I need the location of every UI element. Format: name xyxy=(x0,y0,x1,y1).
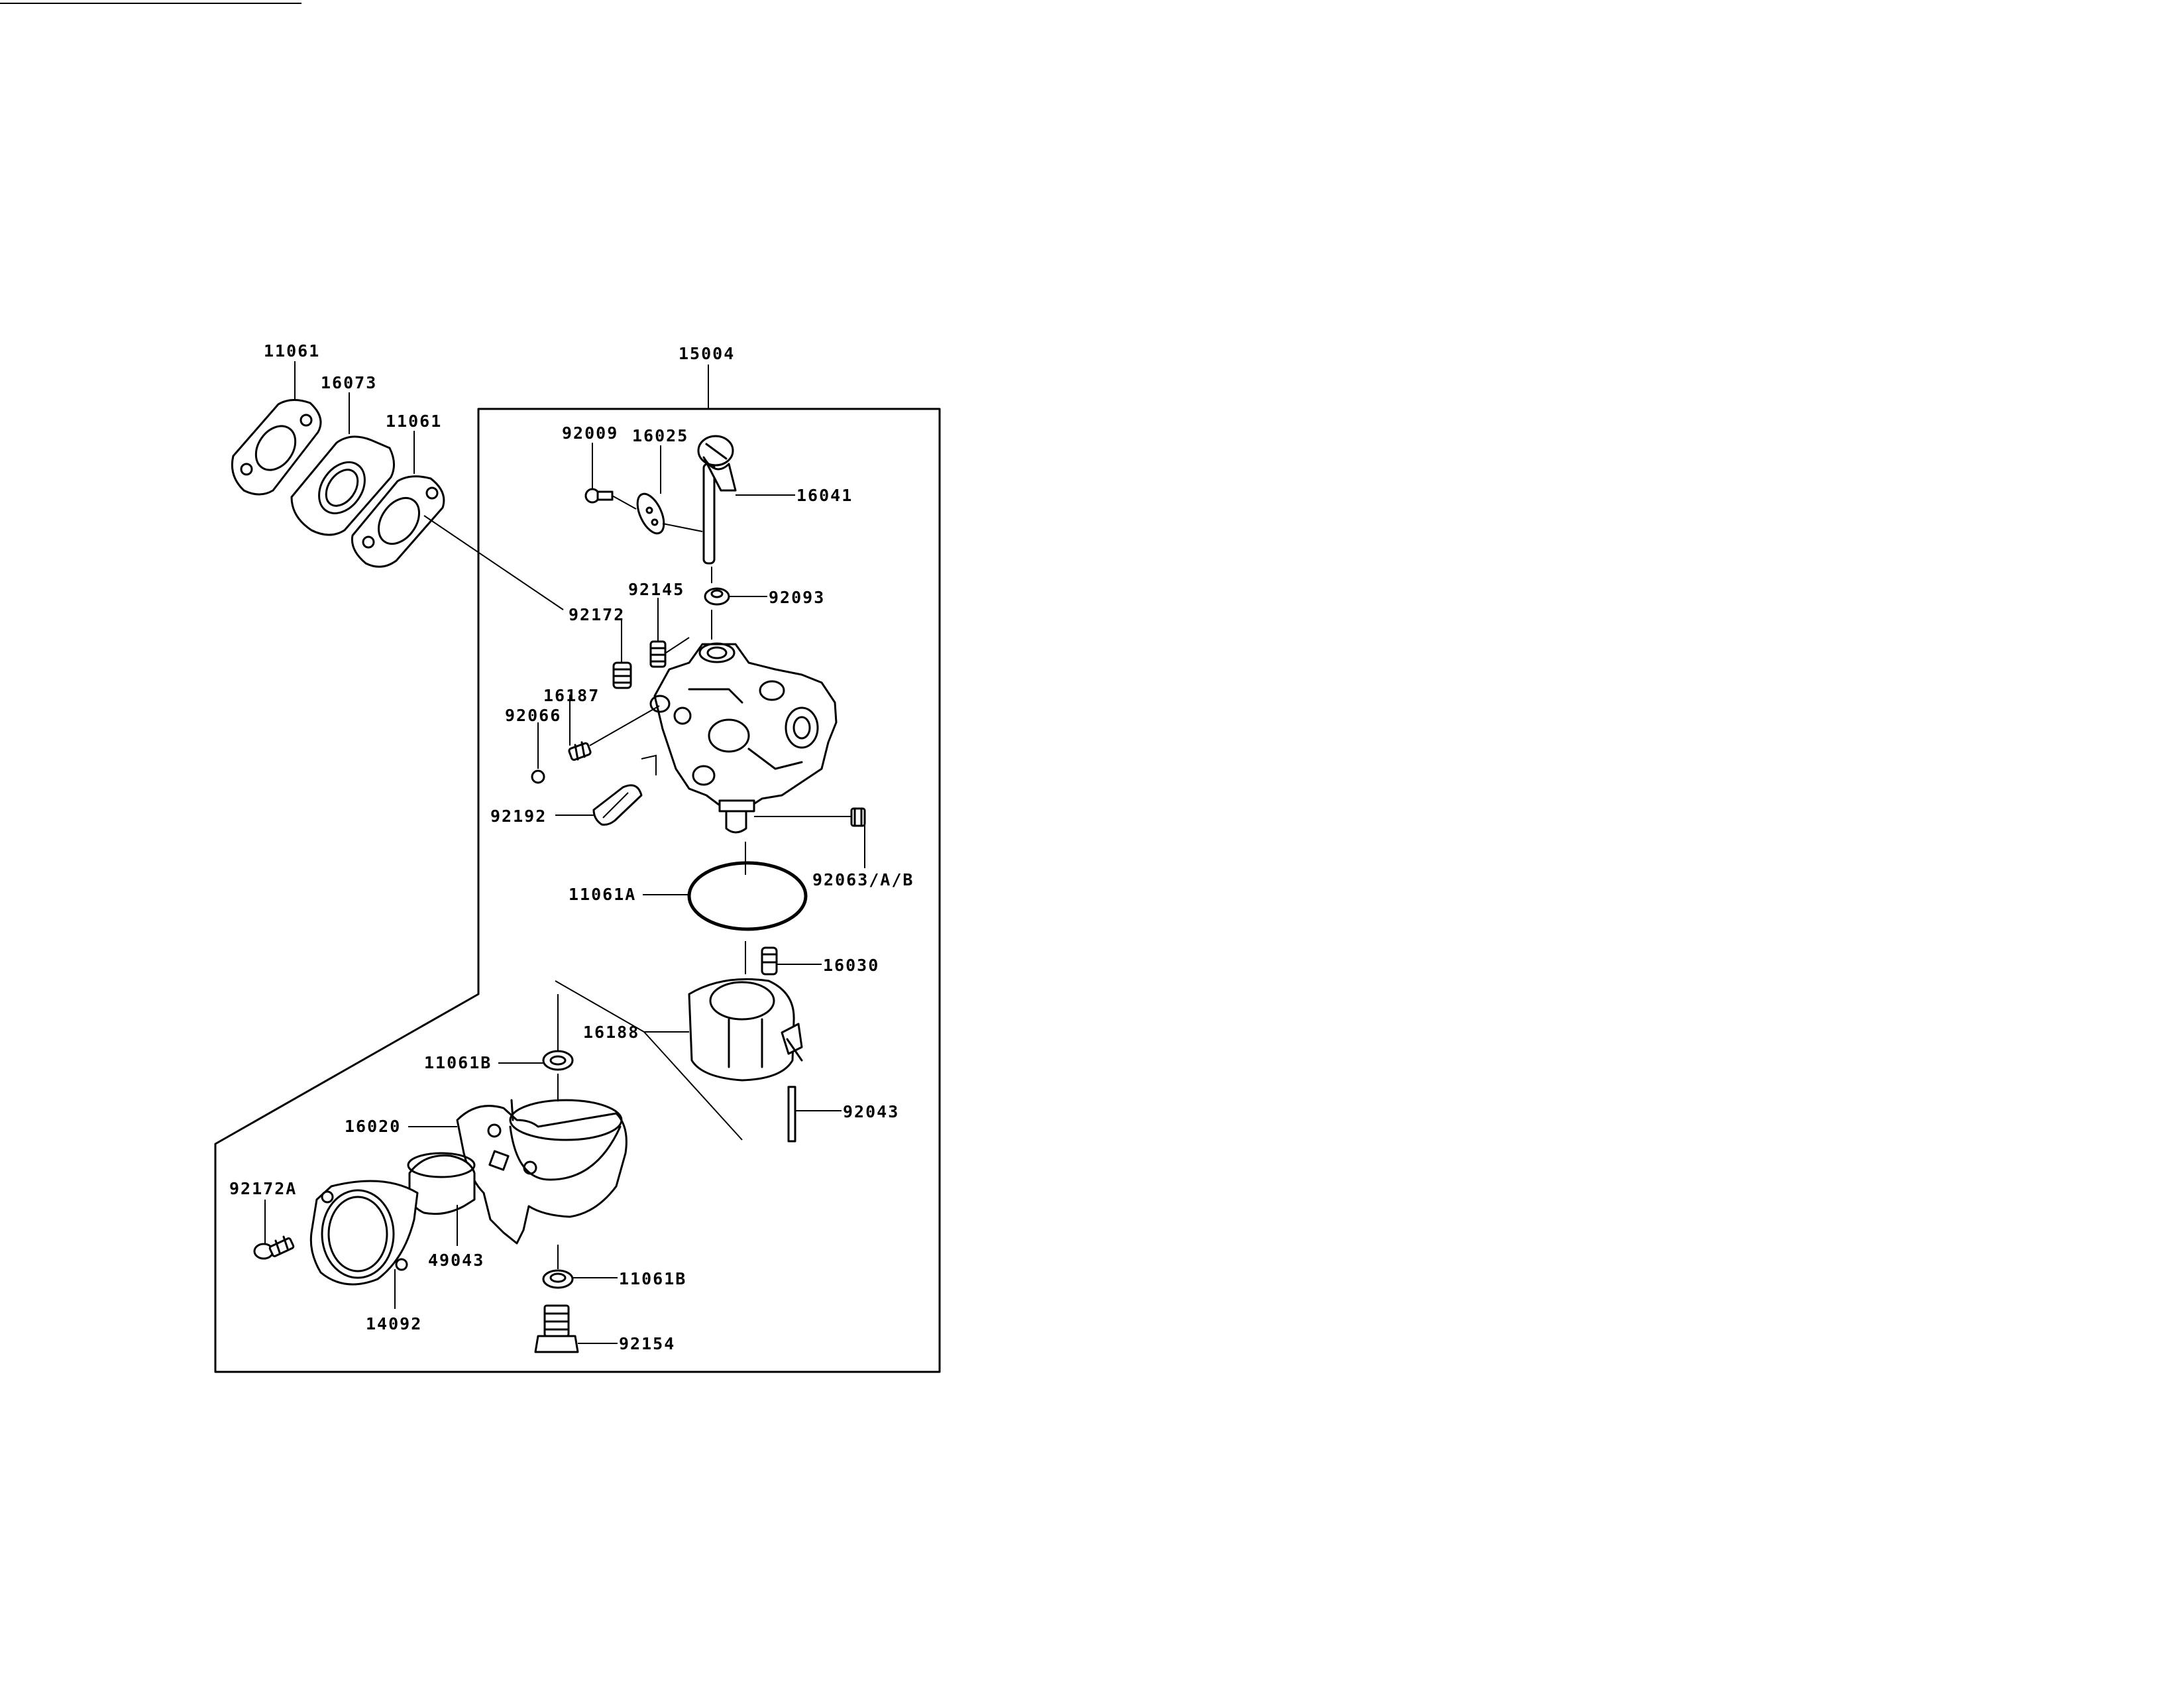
label-16020: 16020 xyxy=(345,1117,401,1136)
label-11061-top: 11061 xyxy=(264,341,320,361)
jet-92172 xyxy=(612,661,632,689)
carburetor-body xyxy=(649,642,838,834)
label-92063: 92063/A/B xyxy=(812,870,914,889)
screw-16187 xyxy=(568,741,592,761)
label-16187: 16187 xyxy=(543,686,600,705)
label-15004: 15004 xyxy=(679,344,735,363)
filter-49043 xyxy=(407,1152,476,1215)
float-16188 xyxy=(688,978,803,1082)
label-92066: 92066 xyxy=(505,706,561,725)
label-16030: 16030 xyxy=(823,956,879,975)
washer-11061B-top xyxy=(542,1050,574,1071)
label-11061B-bottom: 11061B xyxy=(619,1269,686,1288)
seal-92093 xyxy=(704,587,730,606)
gasket-11061-top xyxy=(231,399,322,496)
label-16025: 16025 xyxy=(632,426,688,445)
label-92009: 92009 xyxy=(562,423,618,443)
oring-92066 xyxy=(531,769,545,784)
elbow-14092 xyxy=(309,1180,419,1286)
label-92093: 92093 xyxy=(769,588,825,607)
choke-plate-16025 xyxy=(636,492,665,535)
bowl-16020 xyxy=(456,1099,628,1245)
spring-92145 xyxy=(649,640,667,668)
hose-92192 xyxy=(592,784,643,826)
bolt-92172A xyxy=(253,1235,295,1260)
washer-11061B-bottom xyxy=(542,1269,574,1289)
label-92172: 92172 xyxy=(569,605,625,624)
screw-92009 xyxy=(584,488,614,504)
label-11061A: 11061A xyxy=(569,885,636,904)
choke-shaft-16041 xyxy=(697,435,737,565)
label-49043: 49043 xyxy=(428,1251,484,1270)
label-16073: 16073 xyxy=(321,373,377,392)
pin-92043 xyxy=(787,1086,796,1143)
label-92172A: 92172A xyxy=(229,1179,297,1198)
jet-16030 xyxy=(761,946,778,976)
label-92154: 92154 xyxy=(619,1334,675,1353)
gasket-16073 xyxy=(290,435,395,536)
bolt-92154 xyxy=(534,1304,579,1353)
leader-92172-gasket xyxy=(423,515,564,610)
label-92192: 92192 xyxy=(490,807,547,826)
plug-92063 xyxy=(850,807,866,827)
label-16188: 16188 xyxy=(583,1023,639,1042)
assembly-boundary xyxy=(214,408,941,1373)
label-11061-mid: 11061 xyxy=(386,412,442,431)
oring-11061A xyxy=(687,861,808,931)
gasket-11061-mid xyxy=(351,475,445,568)
label-14092: 14092 xyxy=(366,1314,422,1333)
label-92043: 92043 xyxy=(843,1102,899,1121)
label-92145: 92145 xyxy=(628,580,684,599)
label-11061B-top: 11061B xyxy=(424,1053,492,1072)
label-16041: 16041 xyxy=(796,486,853,505)
